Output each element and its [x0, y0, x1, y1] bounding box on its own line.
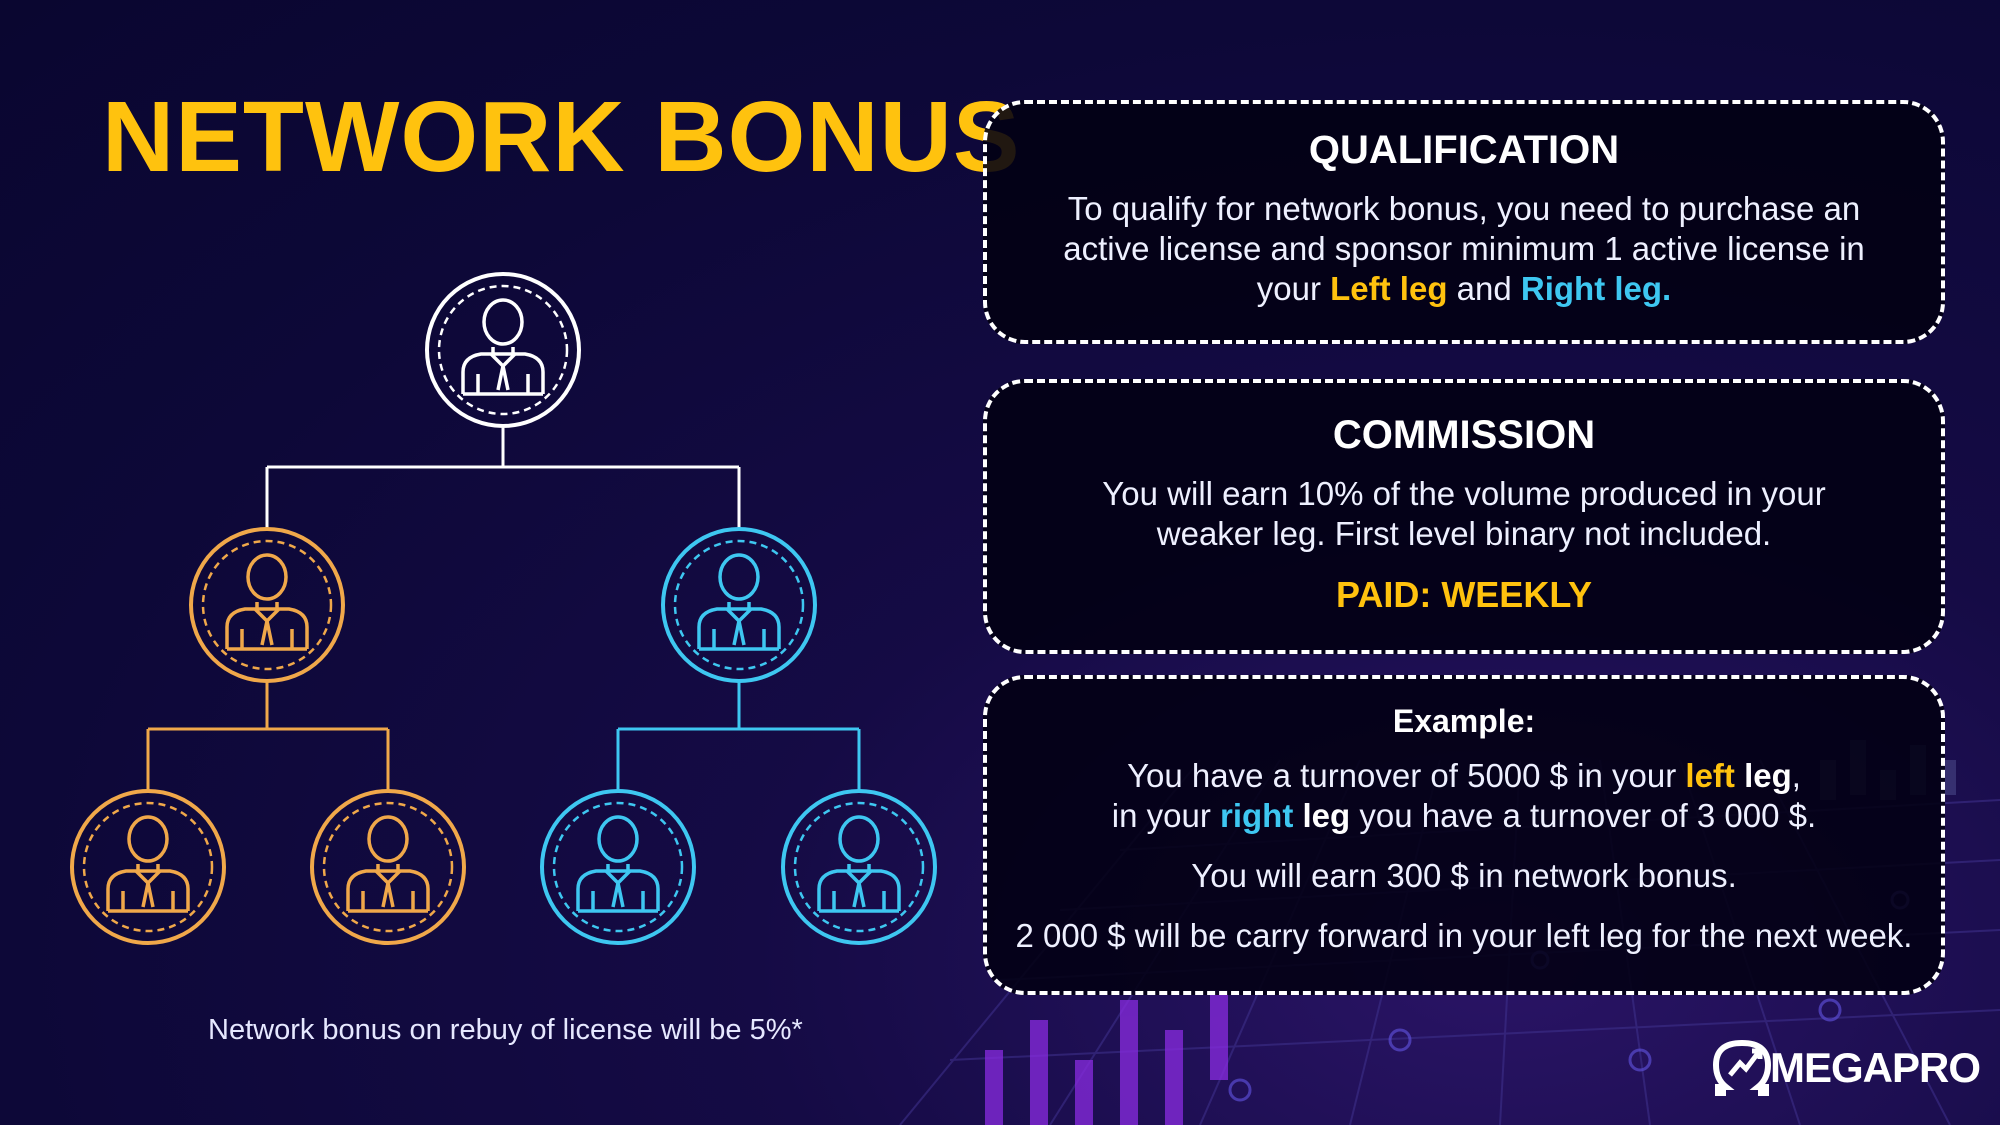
- right-right-node: [781, 789, 937, 945]
- qualification-text: To qualify for network bonus, you need t…: [1063, 190, 1865, 307]
- qualification-heading: QUALIFICATION: [1308, 128, 1620, 172]
- omega-chart-logo-icon: [1712, 1039, 1772, 1096]
- commission-text: You will earn 10% of the volume produced…: [1102, 475, 1826, 552]
- logo-text: MEGAPRO: [1770, 1044, 1981, 1091]
- example-line-1: You have a turnover of 5000 $ in your le…: [1111, 757, 1817, 834]
- person-icon: [576, 815, 660, 913]
- person-icon: [225, 553, 309, 651]
- megapro-logo: MEGAPRO: [1712, 1033, 1981, 1103]
- right-left-node: [540, 789, 696, 945]
- person-icon: [697, 553, 781, 651]
- person-icon: [461, 298, 545, 396]
- left-node: [189, 527, 345, 683]
- right-node: [661, 527, 817, 683]
- right-leg-label: Right leg.: [1520, 270, 1672, 307]
- binary-tree-diagram: [70, 272, 937, 945]
- footnote: Network bonus on rebuy of license will b…: [208, 1014, 803, 1046]
- paid-frequency: PAID: WEEKLY: [1335, 574, 1593, 615]
- qualification-card: QUALIFICATION To qualify for network bon…: [983, 100, 1945, 344]
- person-icon: [106, 815, 190, 913]
- person-icon: [817, 815, 901, 913]
- commission-heading: COMMISSION: [1332, 413, 1596, 457]
- example-card: Example: You have a turnover of 5000 $ i…: [983, 675, 1945, 995]
- root-node: [425, 272, 581, 428]
- commission-card: COMMISSION You will earn 10% of the volu…: [983, 379, 1945, 654]
- left-left-node: [70, 789, 226, 945]
- page-title: NETWORK BONUS: [102, 81, 1021, 193]
- example-line-4: 2 000 $ will be carry forward in your le…: [1015, 917, 1913, 954]
- left-leg-label: Left leg: [1330, 270, 1448, 307]
- person-icon: [346, 815, 430, 913]
- example-line-3: You will earn 300 $ in network bonus.: [1191, 857, 1737, 894]
- left-right-node: [310, 789, 466, 945]
- example-heading: Example:: [1392, 703, 1536, 739]
